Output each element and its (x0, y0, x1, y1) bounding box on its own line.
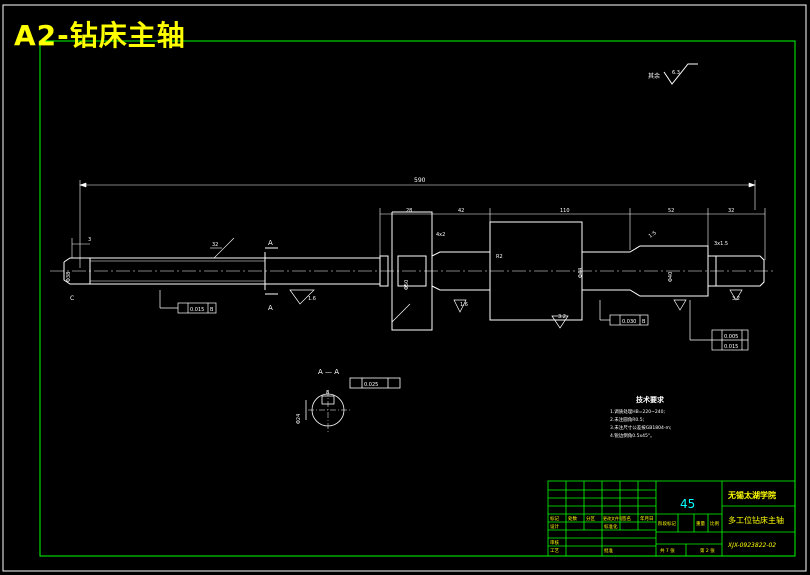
dim-overall: 590 (414, 177, 426, 184)
tol-2: 0.030 (622, 319, 636, 325)
dim-r2: R2 (496, 254, 503, 260)
title-block-sig-std: 标准化 (604, 523, 618, 530)
title-block (547, 480, 796, 557)
dia-shoulder: Φ50 (404, 280, 410, 290)
title-block-stage: 阶段标记 (658, 520, 676, 527)
tolerance-frames (159, 290, 749, 351)
title-block-sheets: 共 7 张 (660, 547, 675, 554)
tech-req-item-1: 1.调质处理HB=220~240; (610, 408, 665, 415)
title-block-part-name: 多工位钻床主轴 (728, 515, 784, 525)
section-marks (265, 247, 278, 295)
rough-1: 1.6 (308, 296, 316, 302)
dim-taper: 1:5 (648, 230, 658, 240)
title-block-header-3: 分区 (586, 515, 595, 522)
roughness-note-value: 6.3 (672, 70, 680, 76)
tech-req-item-2: 2.未注圆角R0.5; (610, 416, 644, 423)
section-view (305, 377, 401, 432)
tol-1: 0.015 (190, 307, 204, 313)
title-block-header-2: 处数 (568, 515, 577, 522)
thread-callout (210, 237, 235, 259)
datum-b-2: B (642, 319, 646, 325)
title-block-header-1: 标记 (550, 515, 559, 522)
section-view-label: A — A (318, 368, 339, 376)
dim-32: 32 (728, 208, 734, 214)
dim-28: 28 (406, 208, 412, 214)
tol-3: 0.005 (724, 334, 738, 340)
tol-4: 0.015 (724, 344, 738, 350)
title-block-school: 无锡太湖学院 (727, 490, 776, 500)
section-view-tol: 0.025 (364, 382, 378, 388)
section-view-dim1: 8 (326, 390, 329, 396)
tech-req-heading: 技术要求 (636, 395, 665, 404)
title-block-scale: 比例 (710, 520, 719, 527)
title-block-drawing-no: XJX-0923822-02 (727, 542, 776, 549)
title-block-sheet-no: 第 2 张 (700, 547, 715, 554)
section-mark-top: A (268, 239, 273, 247)
rough-2: 1.6 (460, 302, 468, 308)
roughness-note-label: 其余 (648, 72, 660, 80)
dim-52: 52 (668, 208, 674, 214)
roughness-symbols (289, 289, 743, 329)
datum-c: C (70, 295, 74, 302)
section-mark-bottom: A (268, 304, 273, 312)
dim-110: 110 (560, 208, 570, 214)
dim-chamfer: 4x2 (436, 232, 445, 238)
tech-req-item-3: 3.未注尺寸公差按GB1804-m; (610, 424, 671, 431)
top-dimension-lines (71, 208, 766, 260)
dim-left-end: 3 (88, 237, 91, 243)
dim-groove: 3x1.5 (714, 241, 728, 247)
rough-4: 3.2 (732, 296, 740, 302)
shaft-outline (63, 211, 765, 331)
section-view-dim2: Φ24 (296, 414, 302, 424)
title-block-material: 45 (680, 497, 695, 511)
dim-42: 42 (458, 208, 464, 214)
dia-right: Φ40 (668, 272, 674, 282)
title-block-header-5: 签名 (622, 515, 631, 522)
tech-req-item-4: 4.锐边倒角0.5x45°。 (610, 432, 655, 439)
title-block-row-design: 设计 (550, 523, 559, 530)
title-block-weight: 重量 (696, 520, 705, 527)
title-block-header-4: 更改文件号 (603, 515, 623, 521)
dia-left: Φ38 (66, 272, 72, 282)
dia-main: Φ44 (578, 268, 584, 278)
outer-border (2, 4, 807, 572)
title-block-row-review: 审核 (550, 539, 559, 546)
title-block-approve: 批准 (604, 547, 613, 554)
page-title: A2-钻床主轴 (14, 19, 186, 52)
datum-b-1: B (210, 307, 214, 313)
overall-dimension (79, 180, 756, 268)
rough-3: 3.2 (558, 314, 566, 320)
thread-label: 32 (212, 242, 218, 248)
roughness-note: 其余 6.3 (648, 63, 698, 85)
inner-frame (39, 40, 796, 557)
title-block-header-6: 年月日 (640, 515, 654, 522)
title-block-row-process: 工艺 (550, 548, 559, 554)
